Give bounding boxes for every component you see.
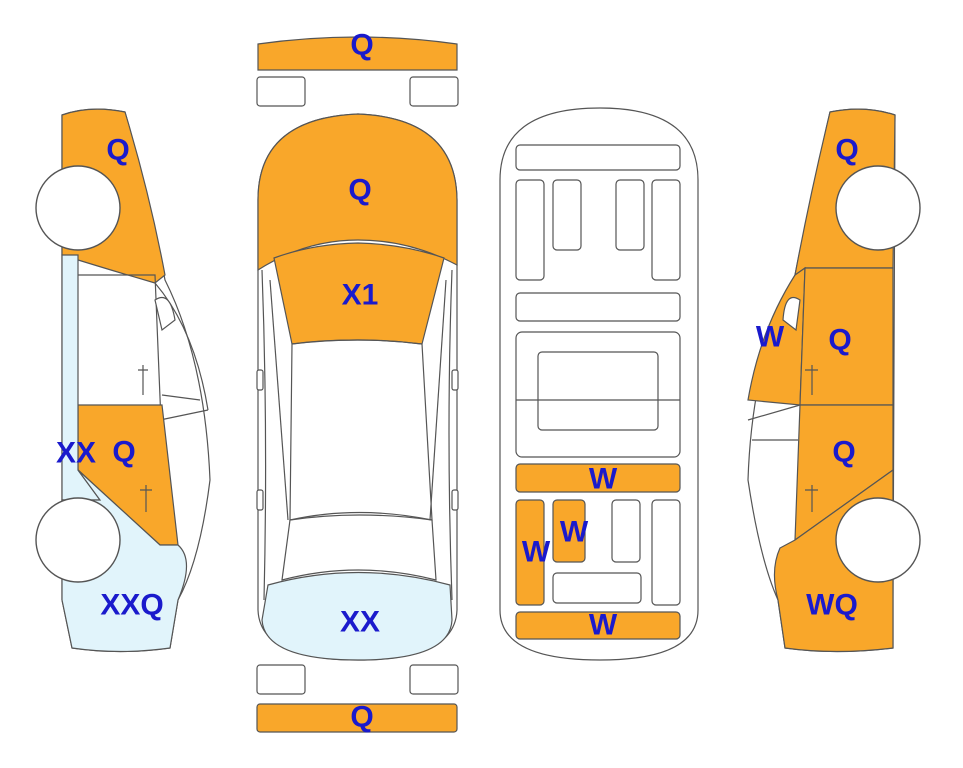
interior-center-seat-label: W <box>560 516 589 549</box>
hood-label: Q <box>348 174 371 207</box>
front-bumper[interactable] <box>257 36 458 71</box>
interior-cargo[interactable] <box>515 611 681 640</box>
right-side-car <box>747 108 921 653</box>
trunk-label: XX <box>340 606 380 639</box>
interior-cargo-label: W <box>589 609 618 642</box>
left-side-car <box>35 108 211 653</box>
front-left-lamp <box>256 76 306 107</box>
rear-bumper-label: Q <box>350 701 373 734</box>
interior-rear-row-label: W <box>589 463 618 496</box>
rear-left-lamp <box>256 664 306 695</box>
hood[interactable] <box>257 113 458 272</box>
rear-bumper[interactable] <box>256 703 458 733</box>
front-bumper-label: Q <box>350 29 373 62</box>
left-rocker-label: XX <box>56 437 96 470</box>
windshield-label: X1 <box>342 279 379 312</box>
right-front-door-label: Q <box>828 324 851 357</box>
top-view-car <box>256 113 459 661</box>
damage-labels: Q Q Q Q XX XXQ Q X1 XX W W W W W Q Q WQ … <box>56 29 859 734</box>
left-rear-door-label: Q <box>112 436 135 469</box>
right-front-fender-label: Q <box>835 134 858 167</box>
left-front-fender-label: Q <box>106 134 129 167</box>
left-rear-quarter-label: XXQ <box>100 589 163 622</box>
interior-center-seat[interactable] <box>552 499 586 563</box>
interior-view <box>499 107 699 661</box>
trunk[interactable] <box>261 571 453 661</box>
right-rear-door-label: Q <box>832 436 855 469</box>
right-mirror-area-label: W <box>756 321 785 354</box>
right-rear-quarter-label: WQ <box>806 589 858 622</box>
interior-left-seat[interactable] <box>515 499 545 606</box>
interior-rear-row[interactable] <box>515 463 681 493</box>
interior-left-seat-label: W <box>522 536 551 569</box>
rear-right-lamp <box>409 664 459 695</box>
front-right-lamp <box>409 76 459 107</box>
